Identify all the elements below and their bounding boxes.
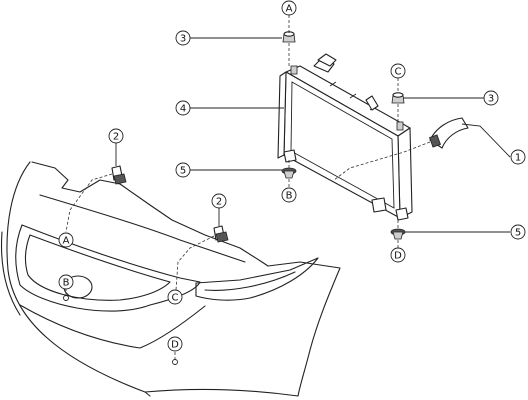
letter-c-body-text: C <box>172 293 179 304</box>
upper-insulator-left <box>282 31 296 43</box>
hood-under-edge <box>39 194 246 263</box>
letter-d-mount-text: D <box>394 251 402 262</box>
letter-b-mount-text: B <box>286 191 293 202</box>
letter-a-top-text: A <box>286 4 293 15</box>
radiator-left-tank <box>277 71 287 159</box>
callout-4: 4 <box>175 100 191 116</box>
callout-3-left-text: 3 <box>180 34 186 45</box>
callout-3-right: 3 <box>483 90 499 106</box>
bottom-bracket-right <box>371 197 387 213</box>
callout-5-right-text: 5 <box>515 228 521 239</box>
upper-insulator-right <box>391 92 405 104</box>
letter-d-mount: D <box>390 247 406 263</box>
lower-intake <box>144 388 299 397</box>
fender-left-edge <box>1 231 21 316</box>
letter-b-body: B <box>58 274 74 290</box>
callout-2-right-text: 2 <box>216 197 222 208</box>
headlight <box>195 257 319 301</box>
leader-lines <box>115 37 511 233</box>
body-mount-point-d <box>172 359 178 365</box>
grille-inner <box>25 234 171 301</box>
body-mount-point-b <box>63 295 69 301</box>
lower-bumper-line <box>19 304 206 349</box>
radiator-upper-outlet <box>365 95 379 111</box>
top-pin-right <box>396 121 404 131</box>
callout-5-left: 5 <box>175 162 191 178</box>
top-pin-left <box>290 65 298 75</box>
letter-d-body-text: D <box>171 340 179 351</box>
hose-clamp <box>429 134 441 148</box>
bottom-bracket-right2 <box>395 207 409 221</box>
lower-insulator-right <box>390 228 406 240</box>
letter-a-body-text: A <box>63 236 70 247</box>
lower-insulator-left <box>281 167 297 179</box>
grille-outline <box>15 224 201 312</box>
callout-3-left: 3 <box>175 30 191 46</box>
right-fender <box>267 261 341 397</box>
callout-2-left-text: 2 <box>113 132 119 143</box>
callout-1: 1 <box>510 149 526 165</box>
callout-5-right: 5 <box>510 224 526 240</box>
callout-4-text: 4 <box>180 104 186 115</box>
letter-b-body-text: B <box>63 278 70 289</box>
callout-2-right: 2 <box>211 193 227 209</box>
letter-c-top-text: C <box>395 67 402 78</box>
vehicle-front-body <box>1 161 341 397</box>
assembly-guides <box>65 15 431 360</box>
letter-c-body: C <box>167 289 183 305</box>
radiator-filler-cap <box>317 53 337 67</box>
letter-b-mount: B <box>281 187 297 203</box>
letter-a-top: A <box>281 0 297 16</box>
letter-c-top: C <box>390 63 406 79</box>
callout-1-text: 1 <box>515 153 521 164</box>
mounting-bracket-right <box>213 225 229 243</box>
headlight-inner <box>204 271 296 291</box>
letter-a-body: A <box>58 232 74 248</box>
letter-d-body: D <box>167 336 183 352</box>
front-bumper-outline <box>6 161 151 397</box>
callout-3-right-text: 3 <box>488 94 494 105</box>
radiator-core-inner <box>290 81 395 209</box>
mounting-bracket-left <box>111 165 127 185</box>
radiator-assembly <box>277 53 413 221</box>
bottom-bracket-left <box>283 149 297 163</box>
callout-2-left: 2 <box>108 128 124 144</box>
callout-5-left-text: 5 <box>180 166 186 177</box>
hose-part <box>429 117 469 149</box>
hood-edge <box>31 161 269 267</box>
